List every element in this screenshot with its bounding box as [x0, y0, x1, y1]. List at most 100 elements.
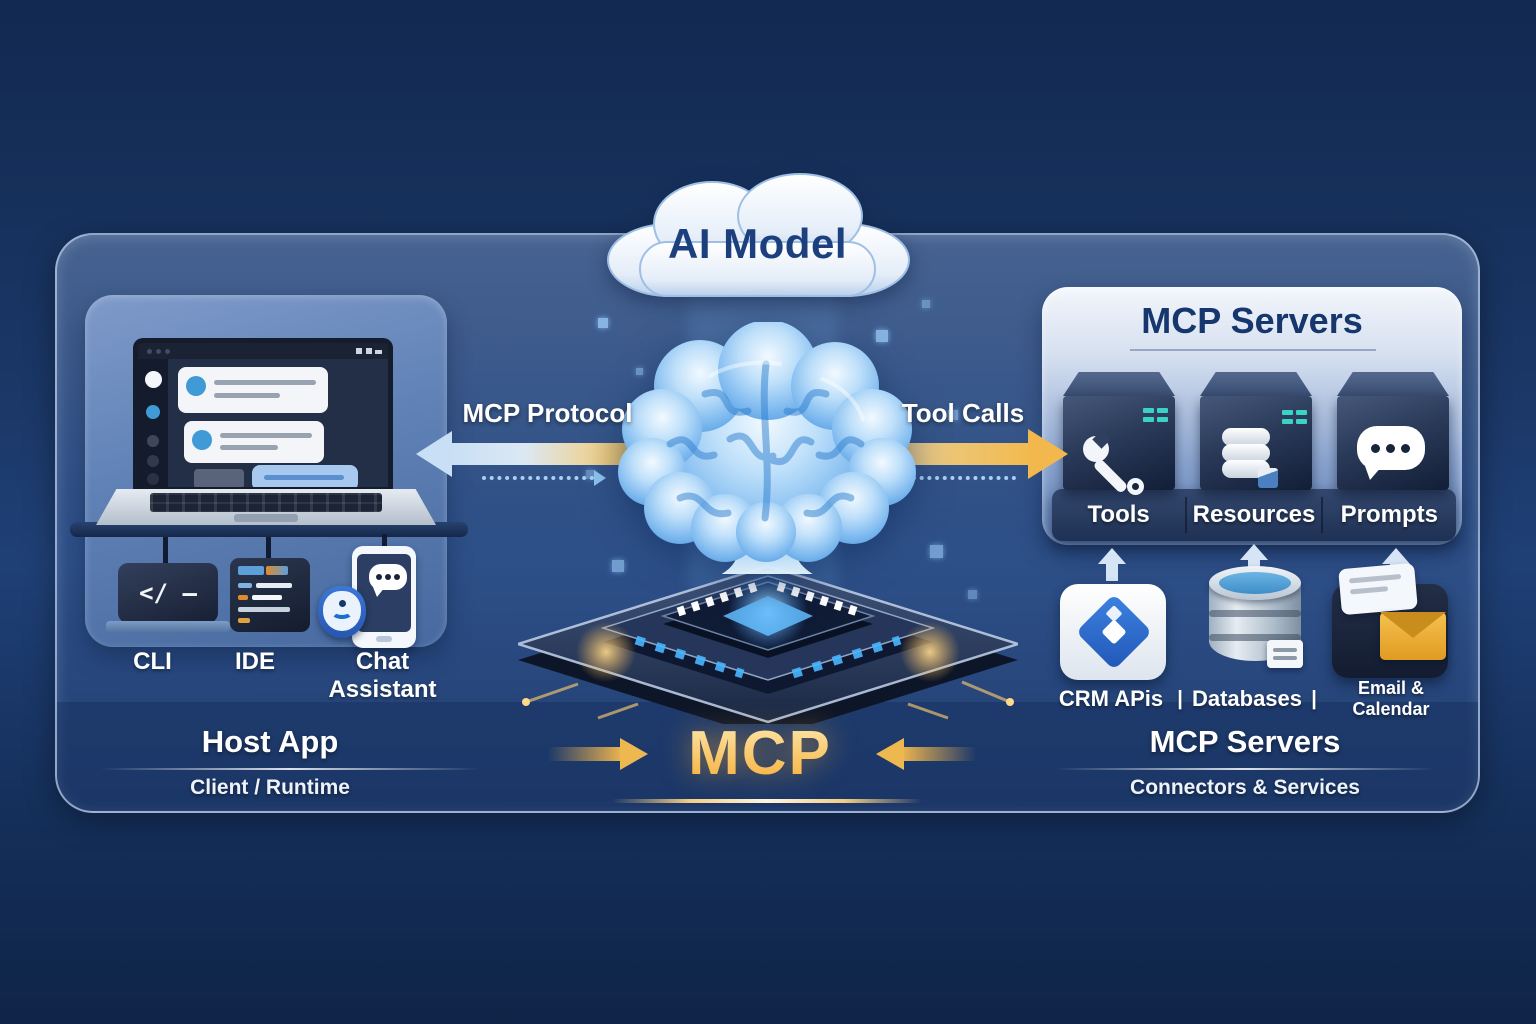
- avatar: [147, 473, 159, 485]
- bubble-dot: [376, 574, 382, 580]
- envelope-icon: [1380, 612, 1446, 660]
- connector-stem: [266, 537, 271, 561]
- message-text-line: [220, 433, 312, 438]
- pixel-square: [612, 560, 624, 572]
- servers-shelf: Tools Resources Prompts: [1052, 489, 1456, 541]
- crm-apis-label: CRM APis: [1058, 686, 1164, 711]
- database-band: [1209, 634, 1301, 641]
- pixel-square: [598, 318, 608, 328]
- status-led: [1282, 410, 1293, 415]
- mcp-servers-subtitle: Connectors & Services: [1130, 776, 1360, 799]
- laptop-chat-screen: [133, 338, 393, 492]
- code-line: [238, 607, 290, 612]
- mascot-face: [323, 591, 361, 631]
- mcp-protocol-title: MCP: [640, 718, 880, 789]
- code-line: [256, 583, 292, 588]
- cube-top-face: [1063, 372, 1175, 396]
- bubble-dot: [1371, 444, 1380, 453]
- status-led: [1282, 419, 1293, 424]
- host-app-subtitle: Client / Runtime: [190, 776, 350, 799]
- divider: [1320, 496, 1323, 534]
- mcp-servers-panel-title: MCP Servers: [1141, 300, 1363, 341]
- laptop-trackpad: [234, 514, 298, 522]
- left-arrowhead-icon: [416, 431, 452, 477]
- cube-top-face: [1337, 372, 1449, 396]
- cube-front-face: [1063, 396, 1175, 495]
- cli-icon: </ –: [118, 563, 218, 623]
- divider: [1185, 496, 1188, 534]
- message-text-line: [214, 393, 280, 398]
- mascot-smile: [331, 605, 353, 619]
- prompts-label: Prompts: [1340, 501, 1438, 528]
- data-cube-icon: [1258, 468, 1278, 488]
- window-control-icon: [375, 350, 382, 354]
- document-icon: [1267, 640, 1303, 668]
- status-led: [1296, 419, 1307, 424]
- calendar-card-icon: [1338, 562, 1418, 616]
- code-line: [252, 595, 282, 600]
- pixel-square: [948, 410, 958, 420]
- cli-label: CLI: [133, 648, 172, 675]
- right-arrowhead-icon: [1028, 429, 1068, 479]
- bubble-dot: [1401, 444, 1410, 453]
- bubble-dot: [1386, 444, 1395, 453]
- email-calendar-icon: [1332, 562, 1448, 678]
- mascot-eye: [339, 600, 346, 607]
- ai-model-cloud: AI Model: [600, 172, 915, 300]
- cli-icon-base: [106, 621, 230, 632]
- status-led: [1296, 410, 1307, 415]
- code-line: [238, 583, 252, 588]
- cube-front-face: [1200, 396, 1312, 490]
- phone-screen: [357, 554, 411, 632]
- wrench-handle: [1092, 457, 1129, 495]
- wrench-ring: [1127, 478, 1144, 495]
- window-dot-icon: [165, 349, 170, 354]
- code-line: [238, 595, 248, 600]
- mcp-gold-arrow-left: [548, 747, 622, 761]
- tool-calls-arrow: [898, 443, 1030, 465]
- connector-stem: [163, 537, 168, 565]
- speech-bubble-icon: [1357, 426, 1425, 480]
- mcp-underline: [612, 799, 922, 803]
- pixel-square: [922, 300, 930, 308]
- chat-input-bubble: [252, 465, 358, 487]
- ide-icon: [230, 558, 310, 632]
- pixel-square: [586, 470, 595, 479]
- pixel-square: [930, 545, 943, 558]
- window-control-icon: [366, 348, 372, 354]
- dotted-return-line: [482, 476, 594, 480]
- laptop-window-titlebar: [138, 343, 388, 359]
- chat-assistant-label: Chat Assistant: [328, 648, 437, 703]
- pixel-square: [876, 330, 888, 342]
- divider: [1055, 768, 1435, 770]
- chat-message: [178, 367, 328, 413]
- tool-calls-label: Tool Calls: [901, 398, 1025, 428]
- divider: |: [1177, 687, 1183, 710]
- pixel-square: [968, 590, 977, 599]
- message-text-line: [220, 445, 278, 450]
- bubble-dot: [385, 574, 391, 580]
- cube-front-face: [1337, 396, 1449, 490]
- dotted-return-line: [912, 476, 1016, 480]
- ai-model-label: AI Model: [668, 220, 847, 267]
- status-led: [1157, 417, 1168, 422]
- crm-apis-icon: [1060, 584, 1166, 680]
- phone-home-bar: [376, 636, 392, 642]
- code-line: [238, 618, 250, 623]
- laptop-base: [96, 489, 436, 525]
- chat-message: [184, 421, 324, 463]
- cloud-shape: [607, 173, 910, 297]
- avatar: [186, 376, 206, 396]
- speech-bubble-icon: [369, 564, 407, 597]
- status-led: [1157, 408, 1168, 413]
- resources-label: Resources: [1192, 501, 1316, 528]
- divider: |: [1311, 687, 1317, 710]
- ide-label: IDE: [234, 648, 275, 675]
- wrench-head: [1083, 430, 1111, 462]
- laptop-keyboard: [150, 493, 382, 512]
- database-top: [1209, 566, 1301, 600]
- connector-stem: [382, 534, 387, 548]
- envelope-flap: [1380, 612, 1446, 638]
- host-app-title: Host App: [201, 724, 339, 759]
- chip-platform: [518, 564, 1018, 724]
